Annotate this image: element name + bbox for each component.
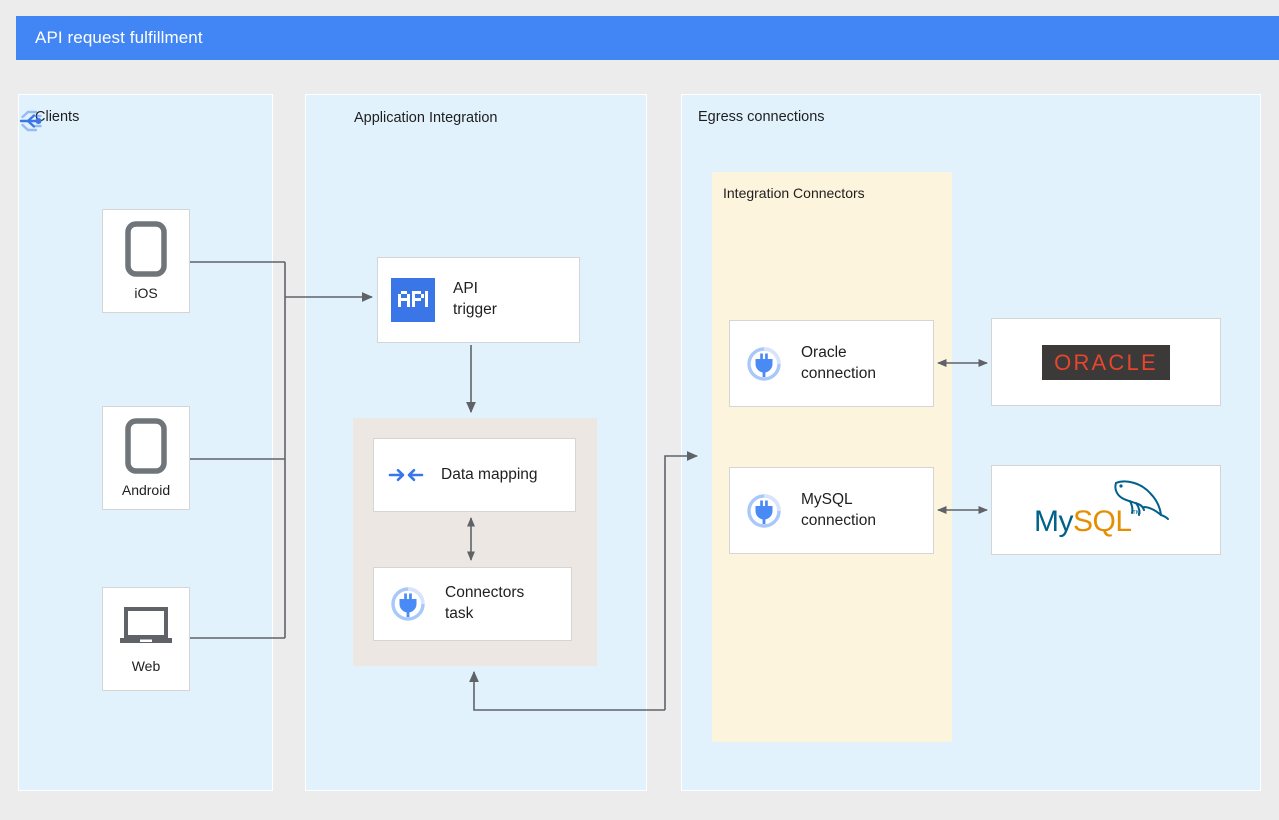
backend-card-mysql: MySQL™ [991, 465, 1221, 555]
client-card-ios[interactable]: iOS [102, 209, 190, 313]
panel-egress-label: Egress connections [698, 109, 825, 125]
task-card-api-trigger[interactable]: API trigger [377, 257, 580, 343]
connector-plug-icon [745, 492, 783, 530]
connector-plug-icon [389, 585, 427, 623]
application-integration-icon [14, 105, 46, 137]
task-card-data-mapping[interactable]: Data mapping [373, 438, 576, 512]
phone-icon [125, 221, 167, 277]
client-card-web[interactable]: Web [102, 587, 190, 691]
data-mapping-icon [388, 462, 424, 488]
mysql-logo: MySQL™ [1026, 479, 1186, 541]
task-card-data-mapping-label: Data mapping [441, 465, 538, 483]
api-trigger-icon [391, 278, 435, 322]
client-card-android-label: Android [121, 482, 171, 498]
client-card-web-label: Web [131, 658, 161, 674]
phone-icon [125, 418, 167, 474]
mysql-wordmark-text: MySQL™ [1034, 505, 1142, 538]
group-integration-connectors-label: Integration Connectors [723, 185, 865, 201]
mysql-wordmark-my: My [1034, 505, 1074, 538]
connection-card-oracle[interactable]: Oracle connection [729, 320, 934, 407]
connection-card-oracle-label: Oracle connection [801, 343, 876, 382]
panel-clients-label: Clients [35, 109, 80, 125]
client-card-ios-label: iOS [134, 285, 158, 301]
dolphin-icon [1108, 477, 1170, 523]
laptop-icon [118, 604, 174, 650]
backend-card-oracle: ORACLE [991, 318, 1221, 406]
task-card-connectors-task-label: Connectors task [445, 584, 525, 622]
mysql-wordmark-sql: SQL [1073, 505, 1132, 538]
page-title: API request fulfillment [35, 28, 203, 47]
task-card-connectors-task[interactable]: Connectors task [373, 567, 572, 641]
panel-application-integration-label: Application Integration [354, 110, 498, 126]
connector-plug-icon [745, 345, 783, 383]
diagram-title-bar: API request fulfillment [16, 16, 1279, 60]
group-integration-connectors: Integration Connectors [712, 172, 952, 742]
mysql-trademark: ™ [1131, 509, 1142, 520]
client-card-android[interactable]: Android [102, 406, 190, 510]
connection-card-mysql-label: MySQL connection [801, 490, 876, 529]
oracle-logo: ORACLE [1042, 344, 1170, 380]
task-card-api-trigger-label: API trigger [453, 280, 497, 318]
connection-card-mysql[interactable]: MySQL connection [729, 467, 934, 554]
